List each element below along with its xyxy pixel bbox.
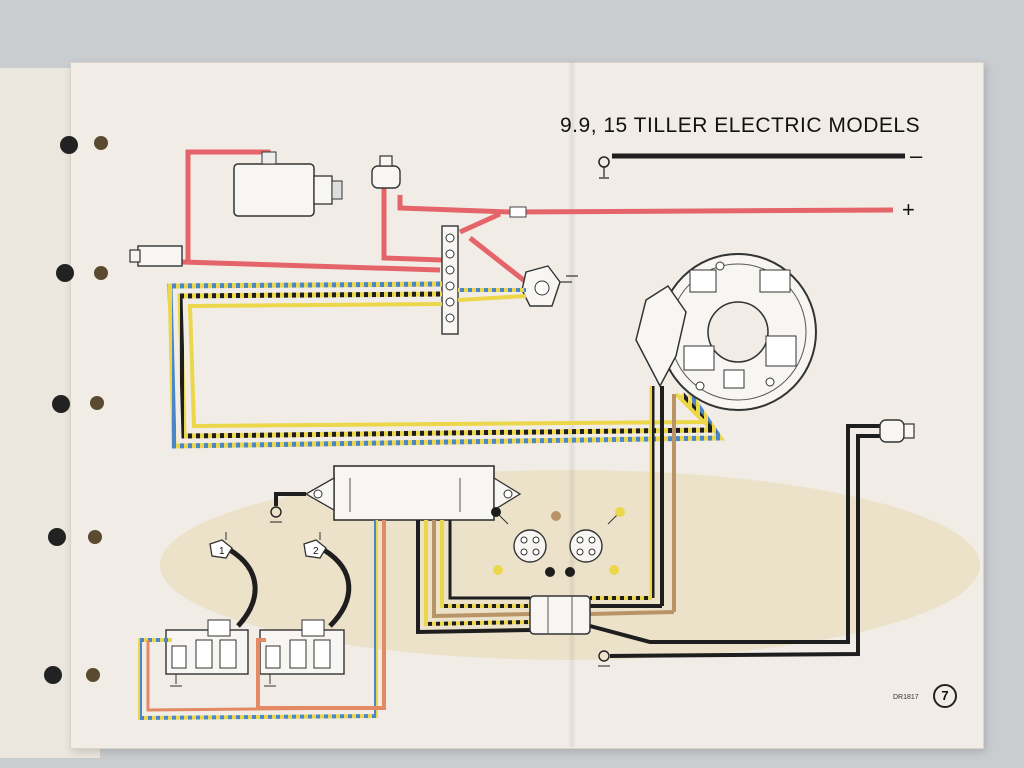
- punch-hole: [94, 136, 108, 150]
- rectifier: [521, 265, 578, 307]
- punch-hole: [90, 396, 104, 410]
- power-pack: [304, 465, 522, 521]
- push-button-switch: [371, 155, 401, 189]
- coil-2-label: 2: [313, 546, 319, 557]
- power-pack-harness: [416, 520, 531, 635]
- page-number: 7: [933, 684, 957, 708]
- punch-hole: [48, 528, 66, 546]
- punch-hole: [52, 395, 70, 413]
- ignition-coil-2: [259, 532, 352, 687]
- punch-hole: [86, 668, 100, 682]
- charging-harness: [167, 281, 725, 449]
- stator: [635, 253, 817, 411]
- battery-positive-lead: [397, 195, 894, 218]
- starter-motor: [233, 151, 343, 217]
- document-code: DR1817: [893, 694, 919, 701]
- stator-leads: [589, 386, 676, 616]
- diagram-title: 9.9, 15 TILLER ELECTRIC MODELS: [560, 114, 921, 137]
- connector-pinout: [491, 507, 625, 577]
- tach-lead: [589, 419, 915, 667]
- ignition-coil-1: [165, 532, 258, 687]
- power-pack-ground: [270, 492, 306, 523]
- starter-solenoid: [129, 245, 183, 267]
- punch-hole: [44, 666, 62, 684]
- page-fold: [568, 62, 576, 747]
- harness-connector: [529, 595, 591, 635]
- positive-terminal-label: +: [902, 197, 915, 222]
- coil-1-label: 1: [219, 546, 225, 557]
- punch-hole: [94, 266, 108, 280]
- battery-negative-lead: [598, 153, 905, 179]
- coil-primary-wires: [138, 520, 386, 721]
- negative-terminal-label: –: [910, 143, 923, 168]
- terminal-block: [441, 225, 459, 335]
- punch-hole: [88, 530, 102, 544]
- punch-hole: [60, 136, 78, 154]
- punch-hole: [56, 264, 74, 282]
